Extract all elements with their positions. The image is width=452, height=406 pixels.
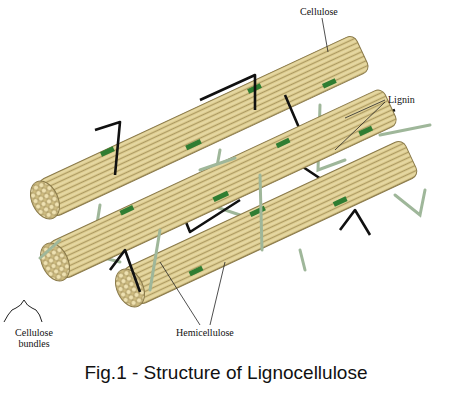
lignin-lines-front (110, 210, 370, 292)
leader-lines (160, 18, 385, 325)
cellulose-label: Cellulose (300, 6, 338, 17)
lignin-label: Lignin (388, 94, 415, 105)
hemicellulose-links-front (40, 125, 430, 290)
hemicellulose-label: Hemicellulose (176, 327, 234, 338)
bundle-bracket (4, 300, 42, 322)
cellulose-cylinder (110, 139, 420, 312)
figure-caption: Fig.1 - Structure of Lignocellulose (0, 362, 452, 384)
bundles-label: Cellulose bundles (10, 327, 58, 349)
